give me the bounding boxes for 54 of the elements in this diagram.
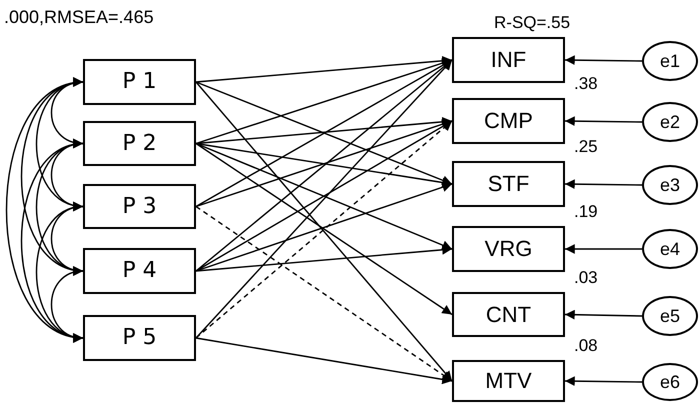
fit-statistics: .000,RMSEA=.465 [4,8,154,26]
variable-label: P 2 [122,132,157,154]
variable-label: CNT [486,304,532,326]
path-arrow [195,60,453,338]
variable-label: e1 [660,52,680,70]
r-squared-value: .38 [574,75,598,92]
path-arrow [196,337,452,384]
error-ellipse [642,165,698,205]
path-arrow [196,120,452,339]
variable-box [83,315,196,361]
path-arrow [196,116,452,144]
path-arrow [196,59,452,272]
path-arrow [196,142,452,316]
path-arrow [565,244,642,254]
error-ellipse [642,102,698,142]
error-ellipse [642,296,698,336]
path-arrow [565,376,642,386]
r-squared-value: .19 [574,203,598,220]
variable-box [83,184,196,229]
variable-box [83,248,196,294]
path-arrow [565,116,642,126]
variable-label: P 5 [122,327,157,349]
path-arrow [6,79,84,341]
r-squared-value: .25 [574,138,598,155]
variable-label: VRG [484,238,532,260]
variable-label: CMP [484,110,533,132]
path-arrow [565,179,642,190]
variable-label: MTV [485,370,532,392]
variable-label: e2 [660,113,680,131]
path-arrow [50,267,84,342]
variable-box [83,59,196,105]
path-arrow [196,142,452,250]
variable-box [83,121,196,166]
error-ellipse [642,363,698,401]
path-arrow [195,82,453,382]
variable-label: e4 [660,240,680,258]
variable-label: e5 [660,307,680,325]
error-ellipse [642,229,698,269]
variable-label: P 3 [122,196,157,218]
path-arrow [564,310,642,320]
r-squared-value: .08 [574,337,598,354]
path-arrow [196,81,452,185]
variable-label: STF [488,173,530,195]
r-squared-value: R-SQ=.55 [494,14,570,31]
path-arrow [565,55,642,66]
variable-label: e6 [660,373,680,391]
path-arrow [196,56,452,83]
variable-label: e3 [660,176,680,194]
variable-label: INF [490,49,526,71]
variable-label: P 4 [122,260,157,282]
path-arrow [196,244,452,272]
r-squared-value: .03 [574,269,598,286]
variable-label: P 1 [122,71,157,93]
error-ellipse [642,41,698,81]
